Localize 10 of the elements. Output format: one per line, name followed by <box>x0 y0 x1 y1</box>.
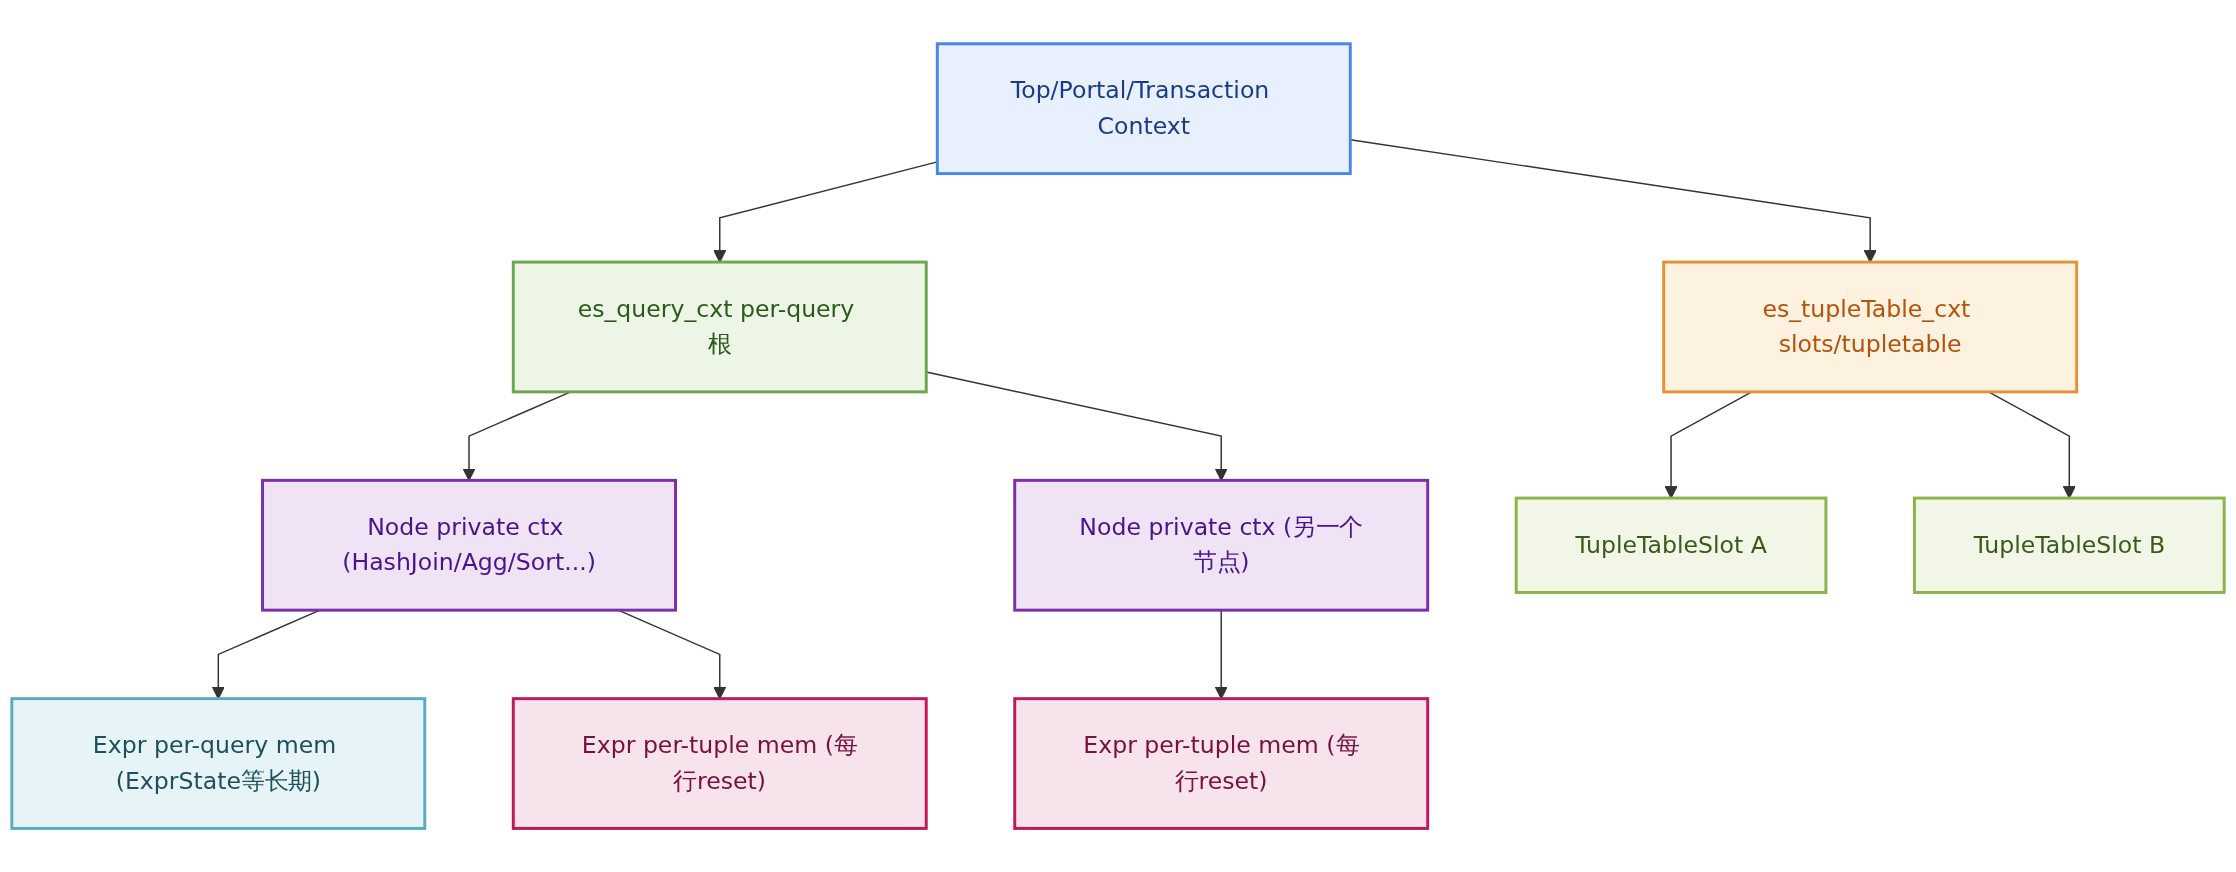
node-box: es_tupleTable_cxt slots/tupletable <box>1662 260 2079 394</box>
node-box: Expr per-tuple mem (每行reset) <box>1013 697 1430 830</box>
node-box: Expr per-tuple mem (每行reset) <box>511 697 928 830</box>
node-box: Expr per-query mem (ExprState等长期) <box>10 697 427 830</box>
node-box: TupleTableSlot A <box>1514 496 1828 594</box>
node-box: es_query_cxt per-query 根 <box>511 260 928 394</box>
node-box: TupleTableSlot B <box>1912 496 2226 594</box>
node-box: Node private ctx (HashJoin/Agg/Sort...) <box>261 478 677 612</box>
node-box: Node private ctx (另一个节点) <box>1013 478 1430 612</box>
node-box: Top/Portal/Transaction Context <box>935 42 1352 175</box>
